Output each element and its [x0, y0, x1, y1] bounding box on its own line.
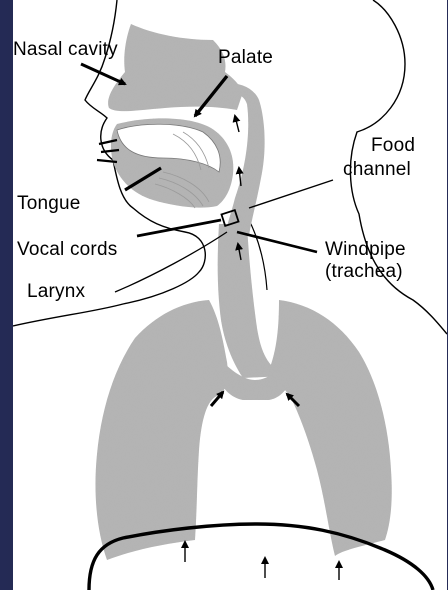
- nasal-cavity-label: Nasal cavity: [13, 40, 118, 60]
- palate-label: Palate: [218, 48, 273, 68]
- nasal-cavity-leader: [81, 64, 125, 84]
- food-channel-label-line2: channel: [343, 160, 411, 180]
- windpipe-leader: [237, 232, 317, 252]
- food-channel-label-line1: Food: [371, 136, 415, 156]
- food-channel-leader: [249, 180, 333, 208]
- windpipe-label-line2: (trachea): [325, 262, 403, 282]
- airflow-arrow: [239, 168, 241, 186]
- tongue-label: Tongue: [17, 194, 81, 214]
- vocal-cords-leader: [137, 220, 221, 236]
- airflow-arrow: [235, 116, 239, 132]
- larynx-leader: [115, 232, 227, 292]
- vocal-cords-label: Vocal cords: [17, 240, 117, 260]
- larynx-label: Larynx: [27, 282, 85, 302]
- windpipe-label-line1: Windpipe: [325, 240, 406, 260]
- diagram-panel: Nasal cavity Palate Food channel Tongue …: [13, 0, 447, 590]
- neck-front-outline: [249, 220, 267, 290]
